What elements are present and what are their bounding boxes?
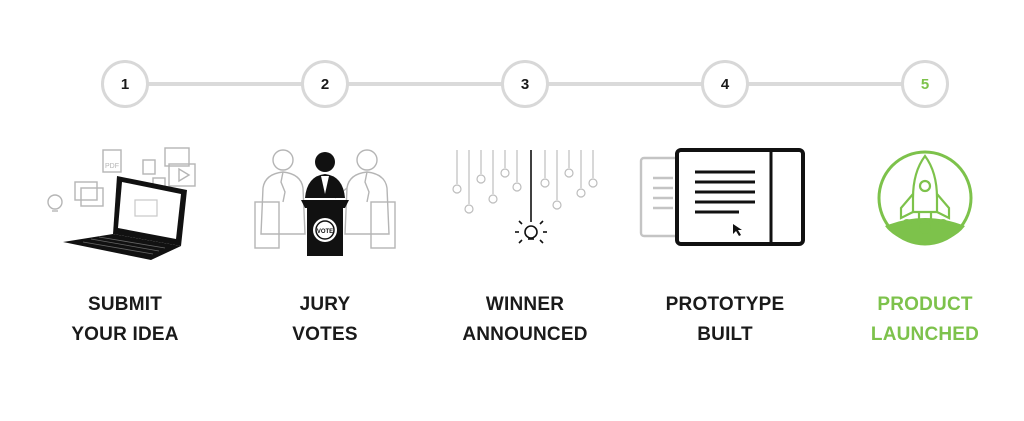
lightbulbs-icon	[452, 150, 598, 244]
svg-text:PDF: PDF	[105, 163, 119, 170]
step-winner-announced: 3 WINNER ANNOUNCED	[425, 0, 625, 421]
step-number-circle: 1	[101, 60, 149, 108]
step-prototype-built: 4 PROTOTYPE BUILT	[625, 0, 825, 421]
laptop-idea-icon: PDF	[47, 147, 196, 260]
tablet-document-icon	[639, 148, 805, 246]
step-number-circle: 5	[901, 60, 949, 108]
svg-text:VOTE: VOTE	[317, 229, 333, 235]
step-label: WINNER ANNOUNCED	[425, 290, 625, 350]
step-label-line2: VOTES	[292, 324, 358, 345]
rocket-launch-icon	[877, 150, 973, 246]
step-label: PROTOTYPE BUILT	[625, 290, 825, 350]
step-label-line1: JURY	[299, 294, 351, 315]
step-number-circle: 2	[301, 60, 349, 108]
step-label-line2: LAUNCHED	[870, 324, 980, 345]
step-label-line1: PROTOTYPE	[665, 294, 785, 315]
step-jury-votes: 2 VOTE JURY VOTES	[225, 0, 425, 421]
jury-podium-icon: VOTE	[254, 149, 396, 256]
step-label-line1: SUBMIT	[87, 294, 163, 315]
step-label-line1: PRODUCT	[877, 294, 973, 315]
step-label-line2: BUILT	[697, 324, 753, 345]
step-number-circle: 4	[701, 60, 749, 108]
step-number-circle: 3	[501, 60, 549, 108]
step-label: PRODUCT LAUNCHED	[825, 290, 1024, 350]
step-label: SUBMIT YOUR IDEA	[25, 290, 225, 350]
step-label-line2: ANNOUNCED	[462, 324, 588, 345]
step-product-launched: 5 PRODUCT LAUNCHED	[825, 0, 1024, 421]
step-label: JURY VOTES	[225, 290, 425, 350]
step-label-line1: WINNER	[485, 294, 565, 315]
step-submit-idea: 1 PDF SUBMIT YOUR IDEA	[25, 0, 225, 421]
step-label-line2: YOUR IDEA	[71, 324, 179, 345]
